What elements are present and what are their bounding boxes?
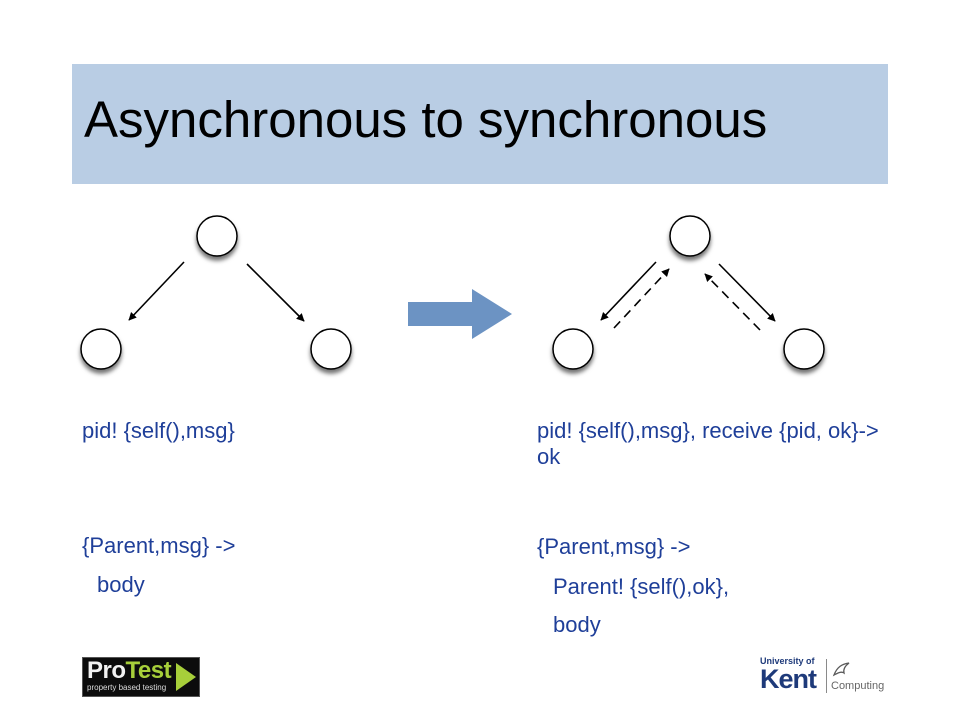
- kent-logo: University of Kent Computing: [760, 657, 885, 695]
- right-receive-head: {Parent,msg} ->: [537, 534, 691, 559]
- kent-department-label: Computing: [831, 680, 885, 692]
- left-parent-node: [196, 215, 238, 257]
- left-send-arrow-2: [246, 263, 305, 322]
- right-send-arrow-2: [718, 263, 776, 322]
- right-reply-arrow-1: [613, 268, 670, 329]
- right-child-node-2: [783, 328, 825, 370]
- kent-horse-icon: [832, 662, 850, 677]
- right-receive-body: body: [553, 612, 601, 637]
- protest-tagline: property based testing: [87, 683, 167, 692]
- protest-wordmark: ProTest: [87, 657, 172, 684]
- title-band: Asynchronous to synchronous: [72, 64, 888, 184]
- right-reply-arrow-2: [704, 273, 761, 331]
- protest-logo: ProTest property based testing: [82, 657, 200, 697]
- left-child-node-1: [80, 328, 122, 370]
- protest-arrow-icon: [176, 663, 196, 691]
- left-send-code: pid! {self(),msg}: [82, 418, 235, 443]
- right-child-node-1: [552, 328, 594, 370]
- left-send-arrow-1: [128, 261, 185, 321]
- transition-arrow: [408, 289, 512, 339]
- left-receive-head: {Parent,msg} ->: [82, 533, 236, 558]
- right-send-code: pid! {self(),msg}, receive {pid, ok}-> o…: [537, 418, 879, 470]
- right-receive-reply: Parent! {self(),ok},: [553, 574, 730, 599]
- kent-university-label: University of: [760, 656, 815, 666]
- right-send-arrow-1: [600, 261, 657, 321]
- left-receive-body: body: [97, 572, 145, 597]
- kent-name-label: Kent: [760, 664, 817, 694]
- slide-title: Asynchronous to synchronous: [84, 91, 768, 148]
- kent-divider: [826, 659, 827, 693]
- left-child-node-2: [310, 328, 352, 370]
- right-parent-node: [669, 215, 711, 257]
